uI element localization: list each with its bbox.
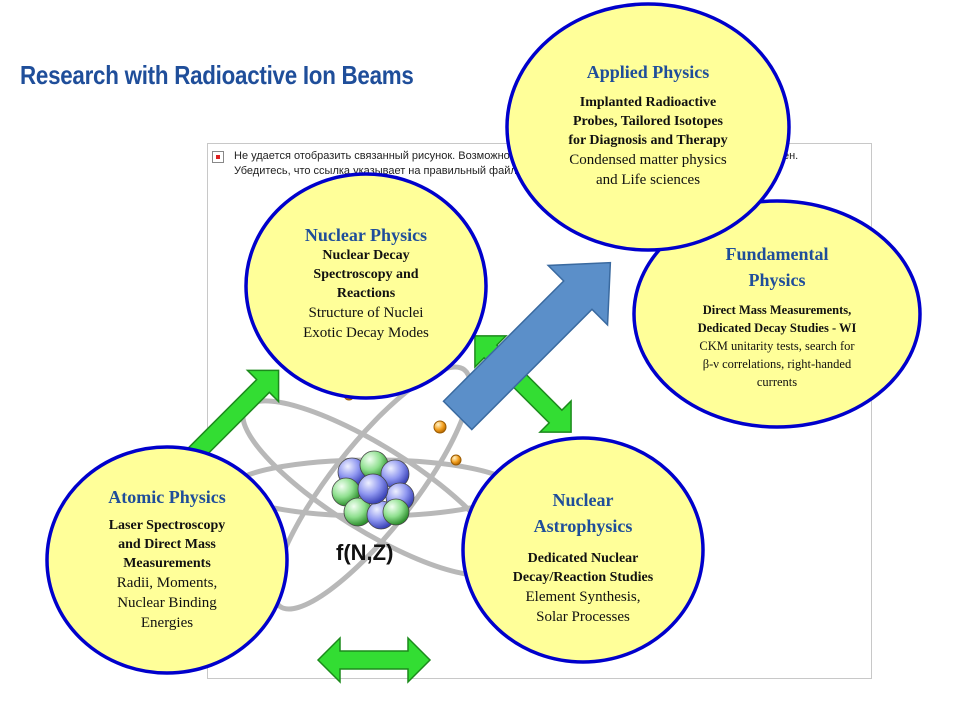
node-bold-line: Measurements bbox=[123, 556, 211, 571]
node-text-line: Exotic Decay Modes bbox=[303, 325, 429, 341]
node-bold-line: Spectroscopy and bbox=[313, 267, 419, 282]
node-bold-line: Nuclear Decay bbox=[322, 248, 410, 263]
node-bold-line: Reactions bbox=[336, 286, 396, 301]
node-nuclear-astrophysics: Nuclear Astrophysics Dedicated Nuclear D… bbox=[478, 472, 688, 642]
node-bold-line: Decay/Reaction Studies bbox=[512, 570, 654, 585]
node-bold-line: Laser Spectroscopy bbox=[108, 518, 226, 533]
node-text-line: currents bbox=[756, 375, 798, 389]
node-heading: Nuclear bbox=[552, 490, 614, 510]
formula-label: f(N,Z) bbox=[336, 540, 394, 565]
node-text-line: β-ν correlations, right-handed bbox=[702, 357, 852, 371]
node-heading: Astrophysics bbox=[533, 516, 633, 536]
node-bold-line: Dedicated Nuclear bbox=[527, 551, 639, 566]
bubble-shape-atomic bbox=[45, 445, 289, 675]
bubble-shape-astro bbox=[461, 436, 705, 664]
node-heading: Fundamental bbox=[725, 244, 829, 264]
node-bold-line: Implanted Radioactive bbox=[579, 95, 717, 110]
node-text-line: Nuclear Binding bbox=[117, 595, 217, 611]
node-heading: Atomic Physics bbox=[108, 487, 226, 507]
node-text-line: Energies bbox=[140, 615, 194, 631]
node-text-line: Solar Processes bbox=[536, 609, 630, 625]
node-applied-physics: Applied Physics Implanted Radioactive Pr… bbox=[528, 40, 768, 212]
node-heading: Nuclear Physics bbox=[304, 225, 428, 245]
node-heading: Physics bbox=[748, 270, 806, 290]
node-bold-line: Probes, Tailored Isotopes bbox=[572, 114, 723, 129]
node-bold-line: Direct Mass Measurements, bbox=[702, 303, 852, 317]
node-atomic-physics: Atomic Physics Laser Spectroscopy and Di… bbox=[62, 470, 272, 650]
electron bbox=[433, 420, 447, 434]
node-text-line: Structure of Nuclei bbox=[308, 305, 424, 321]
node-text-line: and Life sciences bbox=[595, 172, 701, 188]
node-bold-line: Dedicated Decay Studies - WI bbox=[697, 321, 857, 335]
electron bbox=[450, 454, 462, 466]
neutron bbox=[382, 498, 410, 526]
blue-arrow-applied bbox=[442, 261, 612, 431]
nucleus bbox=[331, 450, 415, 530]
page-title: Research with Radioactive Ion Beams bbox=[20, 60, 414, 90]
node-bold-line: for Diagnosis and Therapy bbox=[568, 133, 728, 148]
node-text-line: Element Synthesis, bbox=[525, 589, 641, 605]
bubble-shape-nuclear bbox=[244, 172, 488, 400]
node-bold-line: and Direct Mass bbox=[118, 537, 216, 552]
bubble-shape-fundamental bbox=[632, 199, 922, 429]
broken-image-icon bbox=[212, 151, 224, 163]
bubble-shape-applied bbox=[505, 2, 791, 252]
node-text-line: Condensed matter physics bbox=[569, 152, 727, 168]
node-text-line: Radii, Moments, bbox=[116, 575, 218, 591]
node-text-line: CKM unitarity tests, search for bbox=[699, 339, 855, 353]
proton bbox=[357, 473, 389, 505]
green-arrow-bottom bbox=[316, 636, 432, 684]
node-heading: Applied Physics bbox=[586, 62, 710, 82]
node-nuclear-physics: Nuclear Physics Nuclear Decay Spectrosco… bbox=[266, 196, 466, 372]
node-fundamental-physics: Fundamental Physics Direct Mass Measurem… bbox=[652, 228, 902, 404]
